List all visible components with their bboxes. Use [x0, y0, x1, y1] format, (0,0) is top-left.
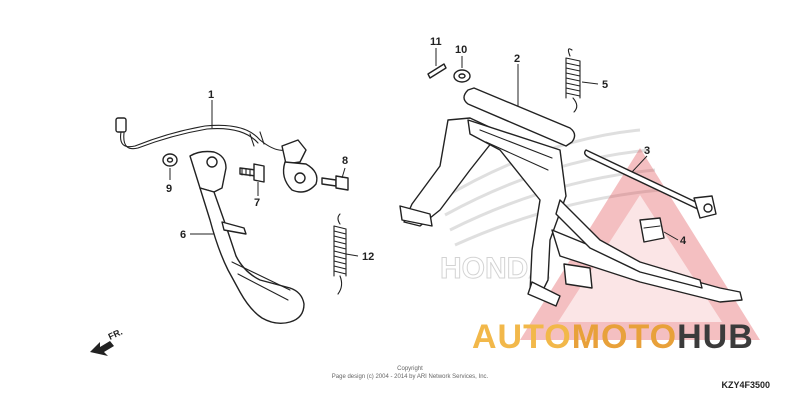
callout-9: 9 [166, 183, 172, 195]
part-6-side-stand [189, 150, 305, 325]
copyright-notice: Copyright Page design (c) 2004 - 2014 by… [280, 365, 540, 381]
callout-12: 12 [362, 251, 374, 263]
copyright-line-2: Page design (c) 2004 - 2014 by ARI Netwo… [331, 374, 489, 380]
part-11-pin [427, 63, 447, 79]
part-1-switch-wire [115, 117, 318, 193]
front-direction-label: FR. [107, 328, 124, 342]
brand-part-moto: MOTO [571, 318, 678, 356]
leader-lines [169, 48, 679, 257]
callout-7: 7 [254, 197, 260, 209]
part-8-bolt [321, 175, 349, 191]
callout-6: 6 [180, 229, 186, 241]
automotohub-watermark: AUTOMOTOHUB [472, 318, 754, 357]
part-4-collar [639, 217, 665, 243]
part-7-bolt [239, 163, 265, 183]
part-9-washer [162, 153, 178, 167]
brand-part-auto: AUTO [472, 318, 572, 356]
callout-1: 1 [208, 89, 214, 101]
part-2-center-stand [399, 87, 743, 307]
callout-numbers: 1 2 3 4 5 6 7 8 9 10 11 12 [166, 36, 687, 263]
brand-part-hub: HUB [677, 318, 754, 356]
part-3-pivot-shaft [583, 149, 717, 219]
part-5-spring [565, 48, 581, 113]
diagram-code: KZY4F3500 [721, 380, 770, 390]
part-12-spring [333, 213, 347, 295]
callout-8: 8 [342, 155, 348, 167]
callout-4: 4 [680, 235, 687, 247]
callout-5: 5 [602, 79, 608, 91]
callout-2: 2 [514, 53, 520, 65]
part-10-washer [453, 69, 471, 83]
front-direction-indicator: FR. [90, 328, 124, 356]
front-arrow-icon [90, 341, 114, 356]
callout-3: 3 [644, 145, 650, 157]
callout-11: 11 [430, 36, 442, 48]
callout-10: 10 [455, 44, 467, 56]
copyright-line-1: Copyright [397, 366, 423, 372]
